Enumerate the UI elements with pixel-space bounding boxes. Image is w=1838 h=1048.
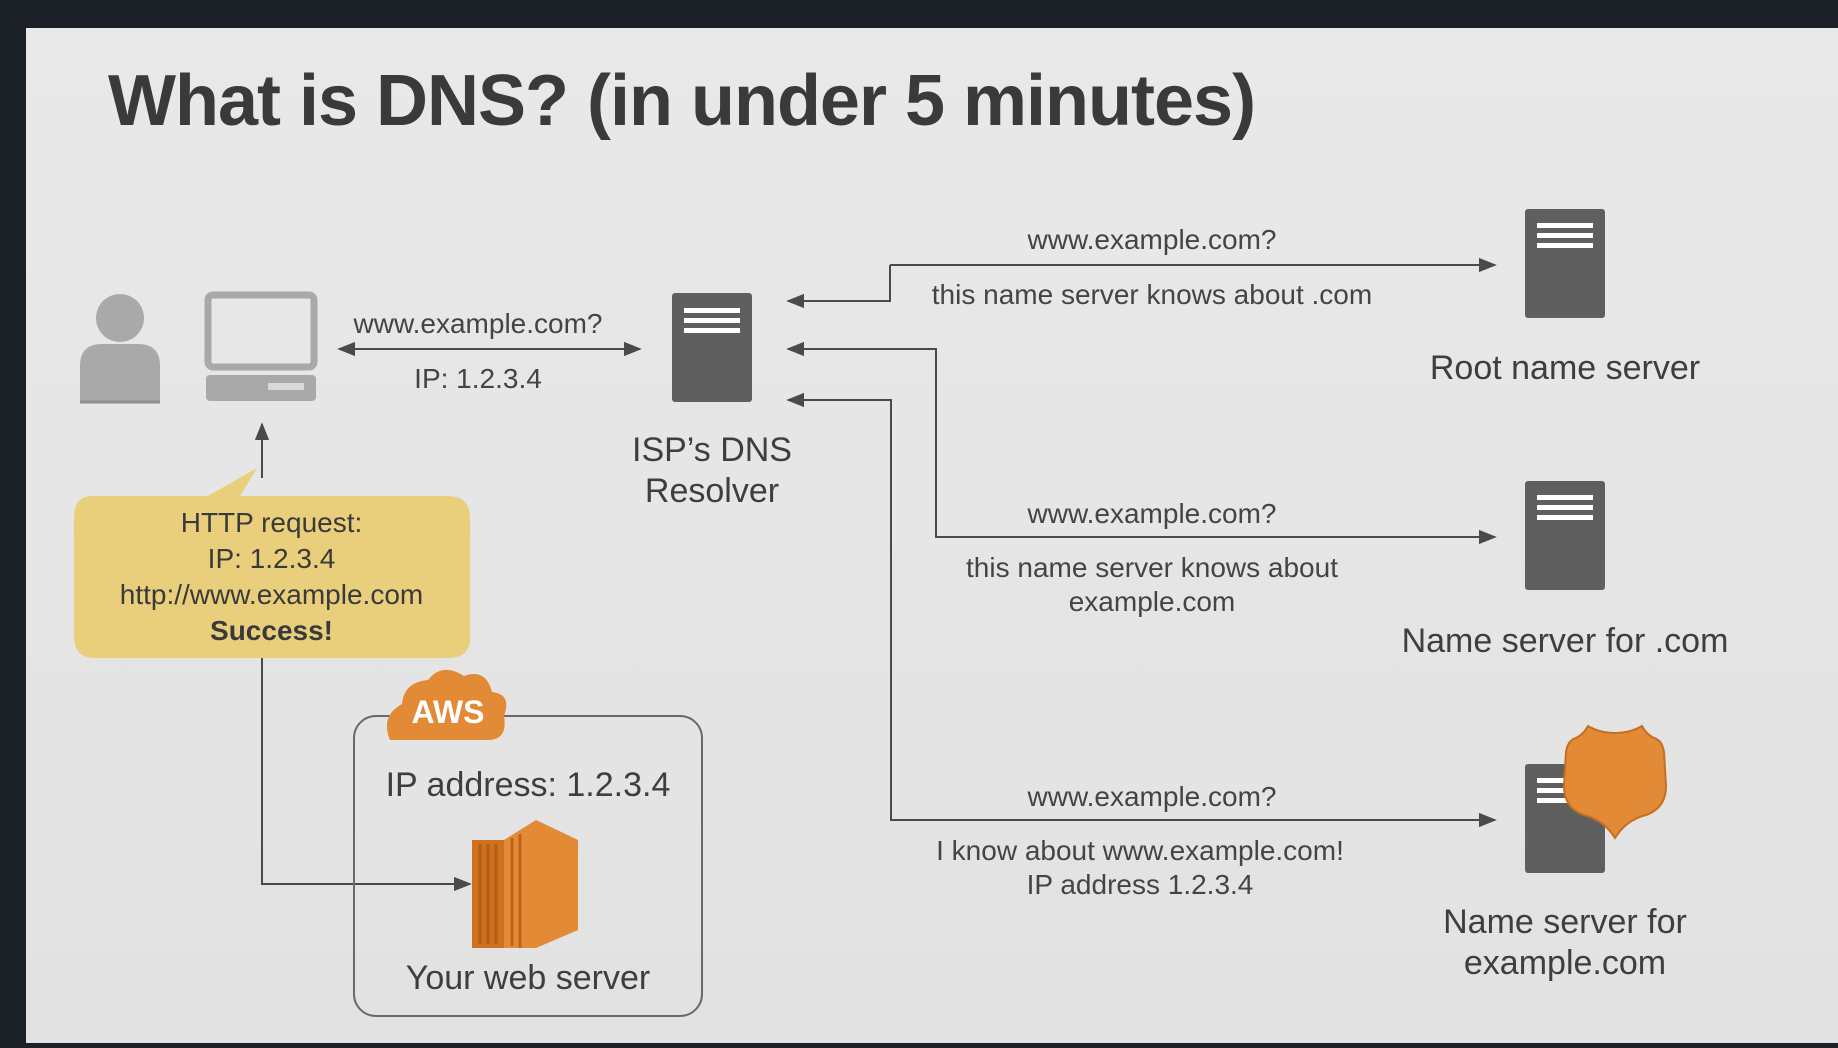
http-bubble-line4: Success! — [210, 615, 333, 646]
aws-badge-label: AWS — [411, 694, 485, 730]
http-bubble-line2: IP: 1.2.3.4 — [207, 543, 336, 574]
aws-cloud-icon — [386, 669, 507, 740]
http-down-arrow — [261, 655, 472, 892]
http-bubble-line1: HTTP request: — [180, 507, 363, 538]
client-request-label: www.example.com? — [353, 308, 603, 339]
example-server-label-line1: Name server for — [1443, 903, 1687, 941]
root-reply-label: this name server knows about .com — [931, 279, 1373, 310]
aws-box — [353, 715, 703, 1017]
aws-server-label: Your web server — [405, 959, 651, 997]
root-response-arrow — [786, 265, 891, 309]
ec2-instance-icon — [472, 820, 578, 948]
example-query-label: www.example.com? — [1027, 781, 1277, 812]
example-server-label: Name server for example.com — [1365, 902, 1765, 984]
com-server-icon — [1525, 481, 1605, 590]
http-bubble-line3: http://www.example.com — [119, 579, 424, 610]
resolver-label: ISP’s DNS Resolver — [612, 430, 812, 512]
com-reply-line2: example.com — [1068, 585, 1236, 617]
example-reply-line1: I know about www.example.com! — [936, 835, 1344, 866]
root-query-label: www.example.com? — [1027, 224, 1277, 255]
resolver-label-line1: ISP’s DNS — [632, 431, 792, 469]
http-bubble — [74, 468, 470, 658]
com-reply-line1: this name server knows about — [966, 552, 1338, 583]
computer-icon — [204, 291, 318, 401]
com-reply-label: this name server knows about example.com — [902, 551, 1402, 618]
example-query-arrow — [786, 392, 1497, 828]
root-server-icon — [1525, 209, 1605, 318]
aws-ip-label: IP address: 1.2.3.4 — [385, 766, 671, 804]
resolver-server-icon — [672, 293, 752, 402]
page-title: What is DNS? (in under 5 minutes) — [108, 61, 1256, 141]
root-server-label: Root name server — [1429, 349, 1701, 387]
shield-icon — [1562, 724, 1668, 840]
resolver-label-line2: Resolver — [644, 471, 780, 510]
example-reply-label: I know about www.example.com! IP address… — [890, 834, 1390, 901]
http-bubble-text: HTTP request: IP: 1.2.3.4 http://www.exa… — [74, 505, 469, 649]
user-icon — [80, 294, 160, 404]
com-server-label: Name server for .com — [1401, 622, 1729, 660]
example-reply-line2: IP address 1.2.3.4 — [1026, 868, 1254, 900]
com-query-label: www.example.com? — [1027, 498, 1277, 529]
client-response-label: IP: 1.2.3.4 — [414, 363, 542, 394]
example-server-label-line2: example.com — [1463, 943, 1667, 982]
